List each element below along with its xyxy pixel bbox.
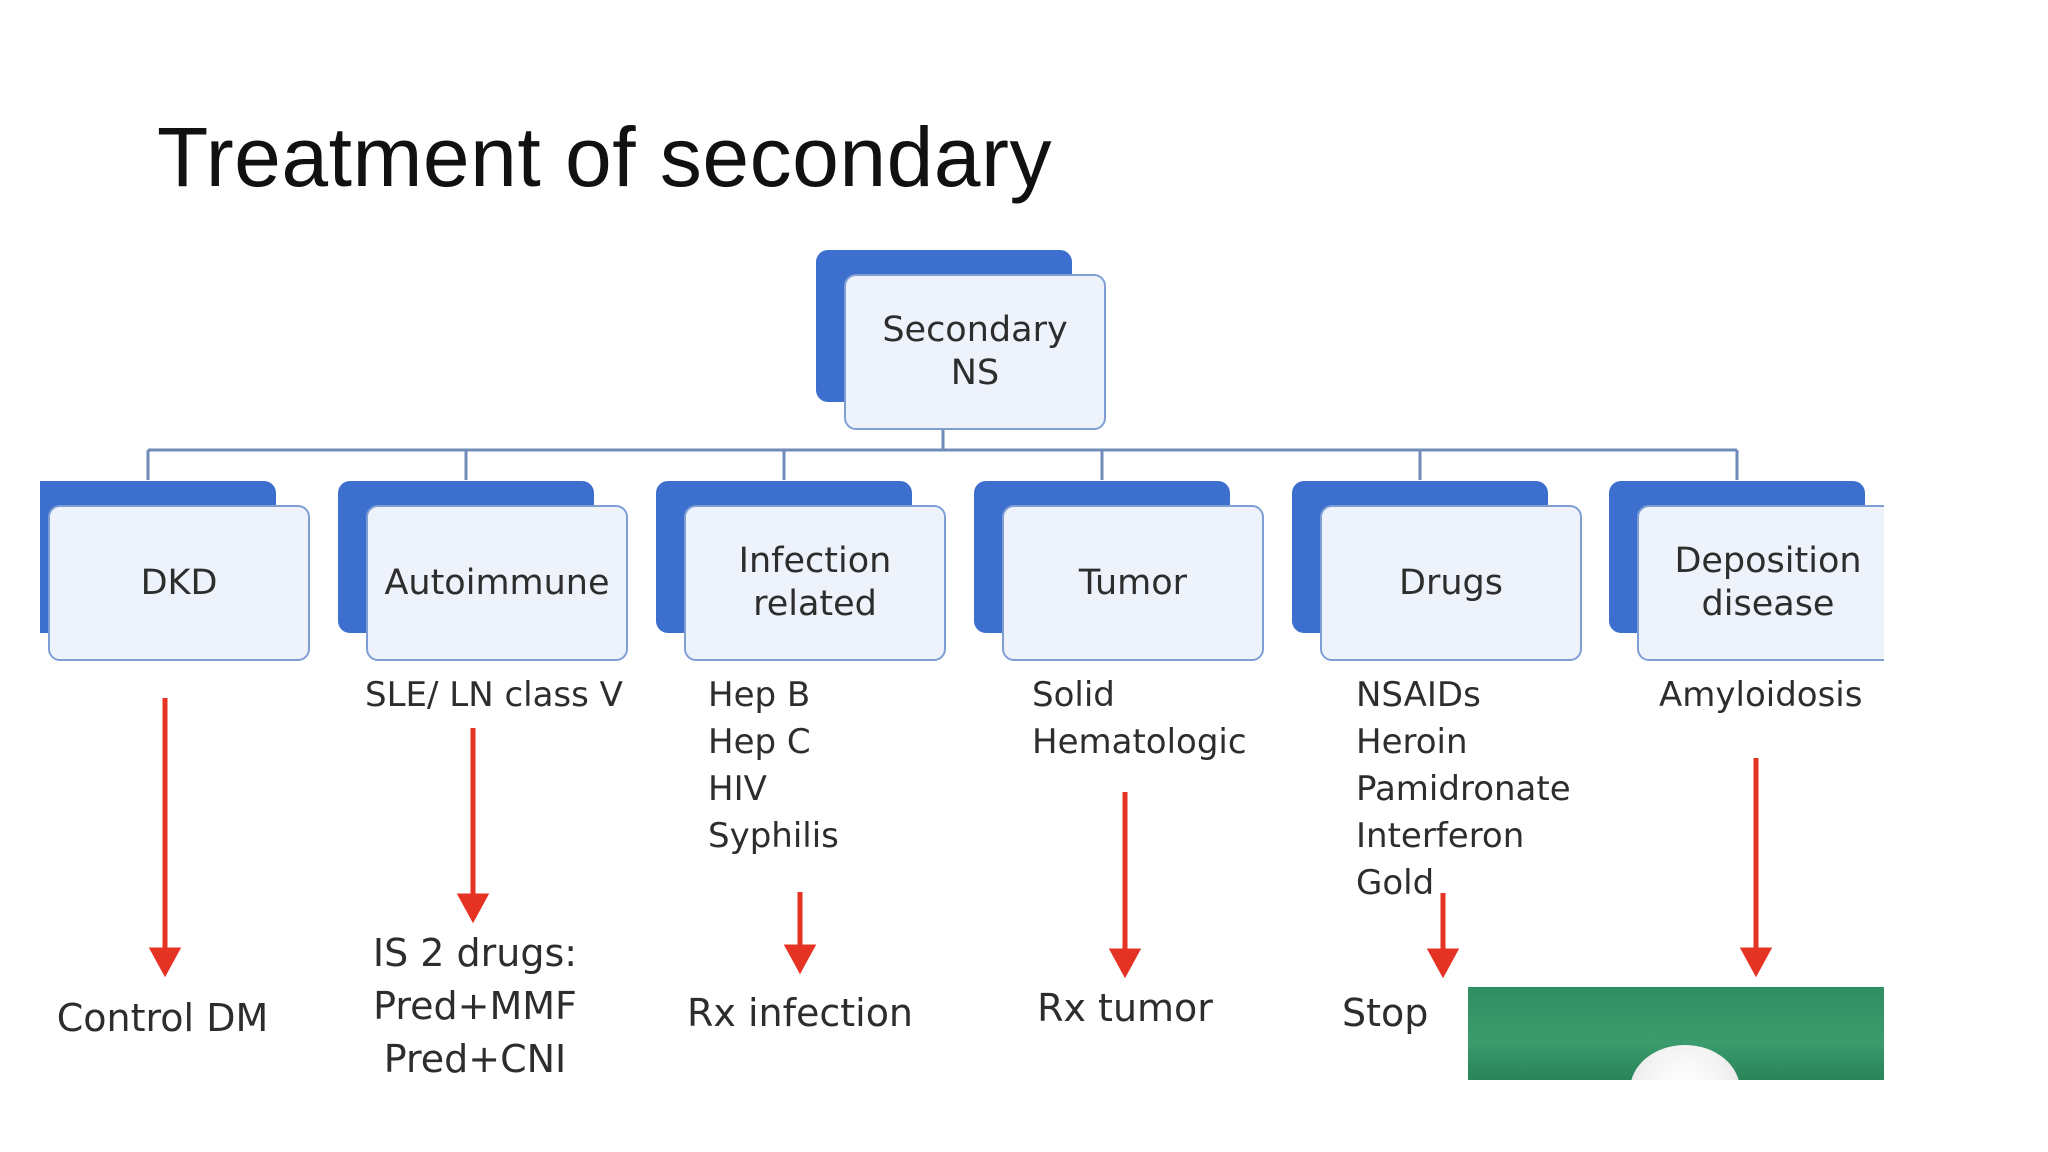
person-head-image	[1630, 1045, 1740, 1080]
list-item: Gold	[1356, 863, 1435, 903]
list-item: Solid	[1032, 675, 1115, 715]
webcam-overlay	[1468, 987, 1884, 1080]
root-label-line2: NS	[950, 353, 1000, 393]
category-label-line1: Infection	[738, 541, 892, 581]
list-item: Hep C	[708, 722, 811, 762]
list-item: HIV	[708, 769, 767, 809]
treatment-line: IS 2 drugs:	[372, 931, 578, 975]
arrow-dkd	[148, 698, 182, 978]
category-label-line1: Deposition	[1674, 541, 1862, 581]
treatment-line: Rx infection	[686, 991, 914, 1035]
treatment-line: Control DM	[56, 996, 269, 1040]
list-item: Interferon	[1356, 816, 1525, 856]
treatment-infection: Rx infection	[685, 987, 915, 1040]
category-label-line2: related	[753, 584, 877, 624]
arrow-tumor	[1108, 792, 1142, 979]
deposition-items: Amyloidosis	[1659, 672, 1862, 719]
list-item: NSAIDs	[1356, 675, 1481, 715]
list-item: Syphilis	[708, 816, 839, 856]
list-item: SLE/ LN class V	[365, 675, 623, 715]
list-item: Heroin	[1356, 722, 1468, 762]
treatment-line: Stop	[1342, 991, 1429, 1035]
treatment-line: Rx tumor	[1037, 986, 1213, 1030]
infection-items: Hep B Hep C HIV Syphilis	[708, 672, 839, 860]
treatment-tumor: Rx tumor	[1015, 982, 1235, 1035]
arrow-drugs	[1426, 893, 1460, 979]
drugs-items: NSAIDs Heroin Pamidronate Interferon Gol…	[1356, 672, 1571, 907]
treatment-line: Pred+MMF	[373, 984, 577, 1028]
treatment-line: Pred+CNI	[383, 1037, 567, 1080]
list-item: Pamidronate	[1356, 769, 1571, 809]
tumor-items: Solid Hematologic	[1032, 672, 1247, 766]
root-label-line1: Secondary	[882, 310, 1068, 350]
treatment-dkd: Control DM	[40, 992, 285, 1045]
category-label: Drugs	[1399, 562, 1503, 603]
treatment-drugs: Stop	[1342, 987, 1462, 1040]
autoimmune-items: SLE/ LN class V	[365, 672, 623, 719]
list-item: Hep B	[708, 675, 811, 715]
category-label: Autoimmune	[384, 562, 610, 603]
list-item: Amyloidosis	[1659, 675, 1863, 715]
arrow-infection	[783, 892, 817, 975]
arrow-deposition	[1739, 758, 1773, 978]
category-label: DKD	[140, 562, 218, 603]
category-label: Tumor	[1078, 562, 1188, 603]
arrow-autoimmune	[456, 728, 490, 924]
category-label-line2: disease	[1701, 584, 1835, 624]
slide-title: Treatment of secondary	[157, 110, 1052, 204]
treatment-autoimmune: IS 2 drugs: Pred+MMF Pred+CNI	[360, 927, 590, 1080]
diagram-connectors	[146, 430, 1773, 979]
list-item: Hematologic	[1032, 722, 1247, 762]
